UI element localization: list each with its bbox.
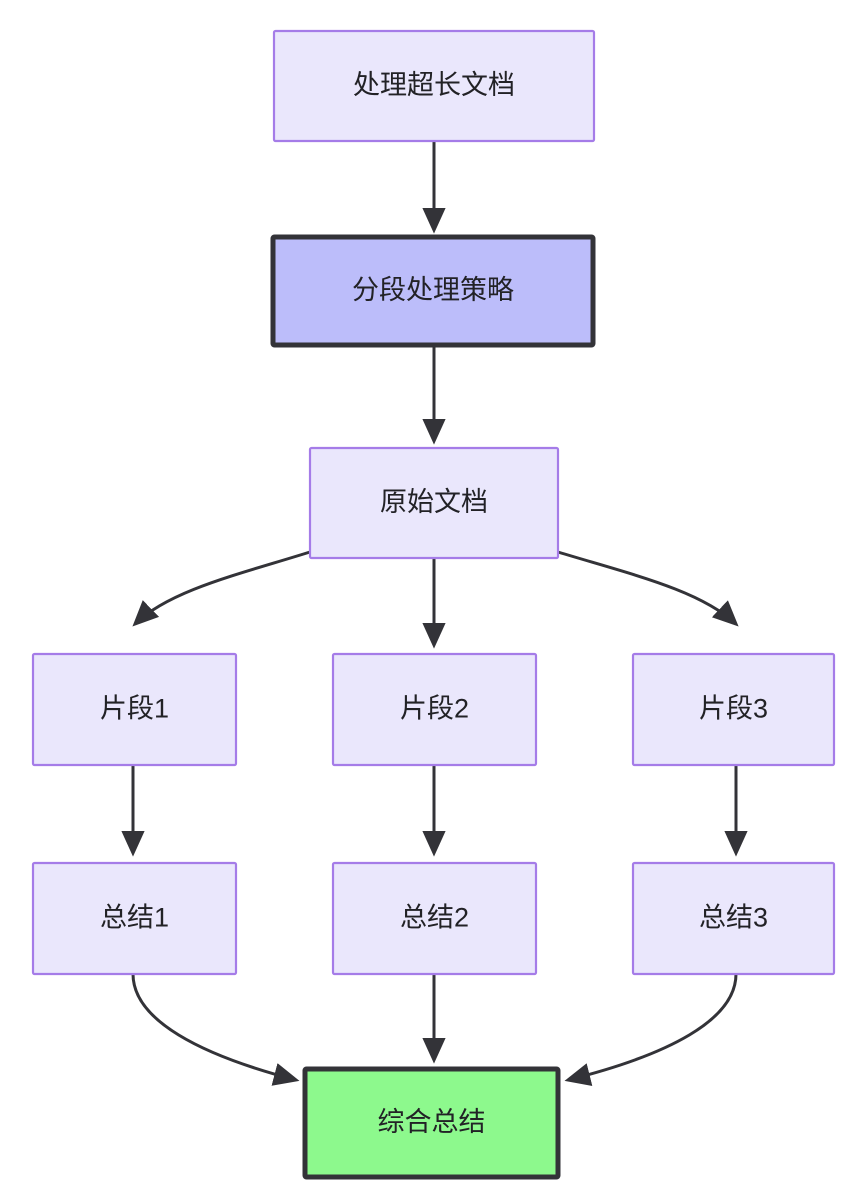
flow-node-strategy[interactable]: 分段处理策略 <box>270 234 596 348</box>
flow-node-chunk1[interactable]: 片段1 <box>31 652 238 767</box>
node-label-doc_long: 处理超长文档 <box>353 70 515 100</box>
node-label-chunk1: 片段1 <box>100 694 169 724</box>
edge-layer <box>121 141 748 1086</box>
flow-edge-doc_source-to-chunk1 <box>132 550 311 627</box>
flow-edge-doc_source-to-chunk3 <box>557 550 739 627</box>
node-label-strategy: 分段处理策略 <box>352 275 514 305</box>
node-box-summary3[interactable] <box>631 861 836 976</box>
flow-edge-summary3-to-final_summary <box>564 973 738 1086</box>
node-label-final_summary: 综合总结 <box>378 1107 486 1137</box>
node-label-chunk3: 片段3 <box>699 694 768 724</box>
node-box-chunk3[interactable] <box>631 652 836 767</box>
flow-node-doc_source[interactable]: 原始文档 <box>308 446 560 560</box>
node-box-strategy[interactable] <box>270 234 596 348</box>
node-box-summary1[interactable] <box>31 861 238 976</box>
flow-node-chunk2[interactable]: 片段2 <box>331 652 538 767</box>
flow-node-summary1[interactable]: 总结1 <box>31 861 238 976</box>
node-label-summary2: 总结2 <box>400 903 469 933</box>
flow-node-doc_long[interactable]: 处理超长文档 <box>272 29 596 143</box>
node-label-summary1: 总结1 <box>100 903 169 933</box>
node-box-doc_long[interactable] <box>272 29 596 143</box>
flow-edge-summary1-to-final_summary <box>131 973 300 1086</box>
node-box-summary2[interactable] <box>331 861 538 976</box>
flow-node-final_summary[interactable]: 综合总结 <box>302 1066 561 1180</box>
node-label-chunk2: 片段2 <box>400 694 469 724</box>
node-label-doc_source: 原始文档 <box>380 487 488 517</box>
node-box-doc_source[interactable] <box>308 446 560 560</box>
node-label-summary3: 总结3 <box>699 903 768 933</box>
flow-node-summary3[interactable]: 总结3 <box>631 861 836 976</box>
node-box-chunk1[interactable] <box>31 652 238 767</box>
node-box-final_summary[interactable] <box>302 1066 561 1180</box>
flow-node-summary2[interactable]: 总结2 <box>331 861 538 976</box>
flow-node-chunk3[interactable]: 片段3 <box>631 652 836 767</box>
node-box-chunk2[interactable] <box>331 652 538 767</box>
